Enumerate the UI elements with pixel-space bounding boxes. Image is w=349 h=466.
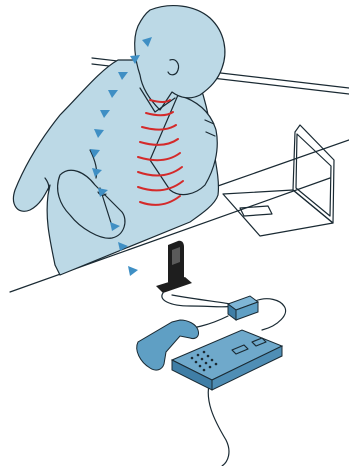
desk-phone-icon xyxy=(172,330,282,390)
cordless-handset-icon xyxy=(156,241,192,293)
person-icon xyxy=(13,6,224,275)
laptop-icon xyxy=(223,125,334,236)
adapter-icon xyxy=(228,296,258,320)
